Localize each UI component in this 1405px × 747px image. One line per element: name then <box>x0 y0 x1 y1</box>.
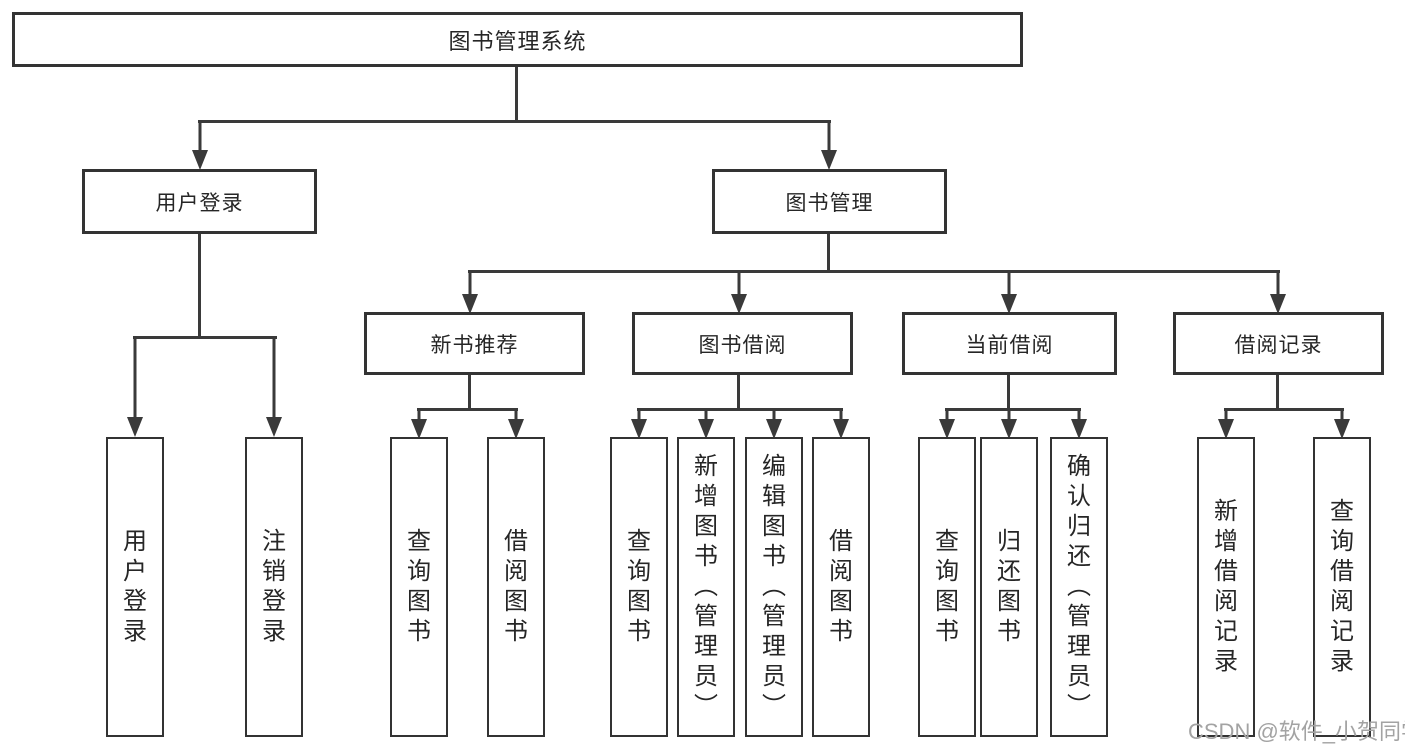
arrow-down <box>266 336 282 437</box>
arrow-down <box>411 408 427 439</box>
connector-line <box>1276 375 1279 411</box>
arrow-down <box>1218 408 1234 439</box>
connector-line <box>515 67 518 123</box>
arrow-down <box>833 408 849 439</box>
connector-line <box>468 270 1280 273</box>
arrow-down <box>631 408 647 439</box>
leaf-edit-books-admin: 编辑图书︵管理员︶ <box>745 437 803 737</box>
connector-line <box>417 408 518 411</box>
arrow-down <box>1270 270 1286 314</box>
csdn-watermark: CSDN @软件_小贺同学 <box>1188 719 1405 744</box>
leaf-query-books-borrow: 查询图书 <box>610 437 668 737</box>
arrow-down <box>508 408 524 439</box>
connector-line <box>1007 375 1010 411</box>
node-borrow-records: 借阅记录 <box>1173 312 1384 375</box>
arrow-down <box>1001 408 1017 439</box>
connector-line <box>737 375 740 411</box>
leaf-borrow-books-recommend: 借阅图书 <box>487 437 545 737</box>
node-new-book-recommend: 新书推荐 <box>364 312 585 375</box>
arrow-down <box>698 408 714 439</box>
arrow-down <box>127 336 143 437</box>
leaf-add-books-admin: 新增图书︵管理员︶ <box>677 437 735 737</box>
leaf-user-login: 用户登录 <box>106 437 164 737</box>
leaf-confirm-return-admin: 确认归还︵管理员︶ <box>1050 437 1108 737</box>
arrow-down <box>1071 408 1087 439</box>
connector-line <box>198 234 201 339</box>
leaf-query-books-current: 查询图书 <box>918 437 976 737</box>
arrow-down <box>462 270 478 314</box>
connector-line <box>468 375 471 411</box>
node-user-login: 用户登录 <box>82 169 317 234</box>
connector-line <box>198 120 831 123</box>
connector-line <box>827 234 830 273</box>
leaf-query-books-recommend: 查询图书 <box>390 437 448 737</box>
arrow-down <box>821 120 837 170</box>
connector-line <box>133 336 277 339</box>
arrow-down <box>939 408 955 439</box>
arrow-down <box>1001 270 1017 314</box>
connector-line <box>637 408 843 411</box>
node-book-management: 图书管理 <box>712 169 947 234</box>
arrow-down <box>766 408 782 439</box>
arrow-down <box>1334 408 1350 439</box>
arrow-down <box>192 120 208 170</box>
node-system-root: 图书管理系统 <box>12 12 1023 67</box>
leaf-logout: 注销登录 <box>245 437 303 737</box>
leaf-return-books: 归还图书 <box>980 437 1038 737</box>
node-current-borrow: 当前借阅 <box>902 312 1117 375</box>
node-book-borrow: 图书借阅 <box>632 312 853 375</box>
arrow-down <box>731 270 747 314</box>
leaf-borrow-books: 借阅图书 <box>812 437 870 737</box>
leaf-query-borrow-record: 查询借阅记录 <box>1313 437 1371 737</box>
connector-line <box>1224 408 1344 411</box>
leaf-add-borrow-record: 新增借阅记录 <box>1197 437 1255 737</box>
